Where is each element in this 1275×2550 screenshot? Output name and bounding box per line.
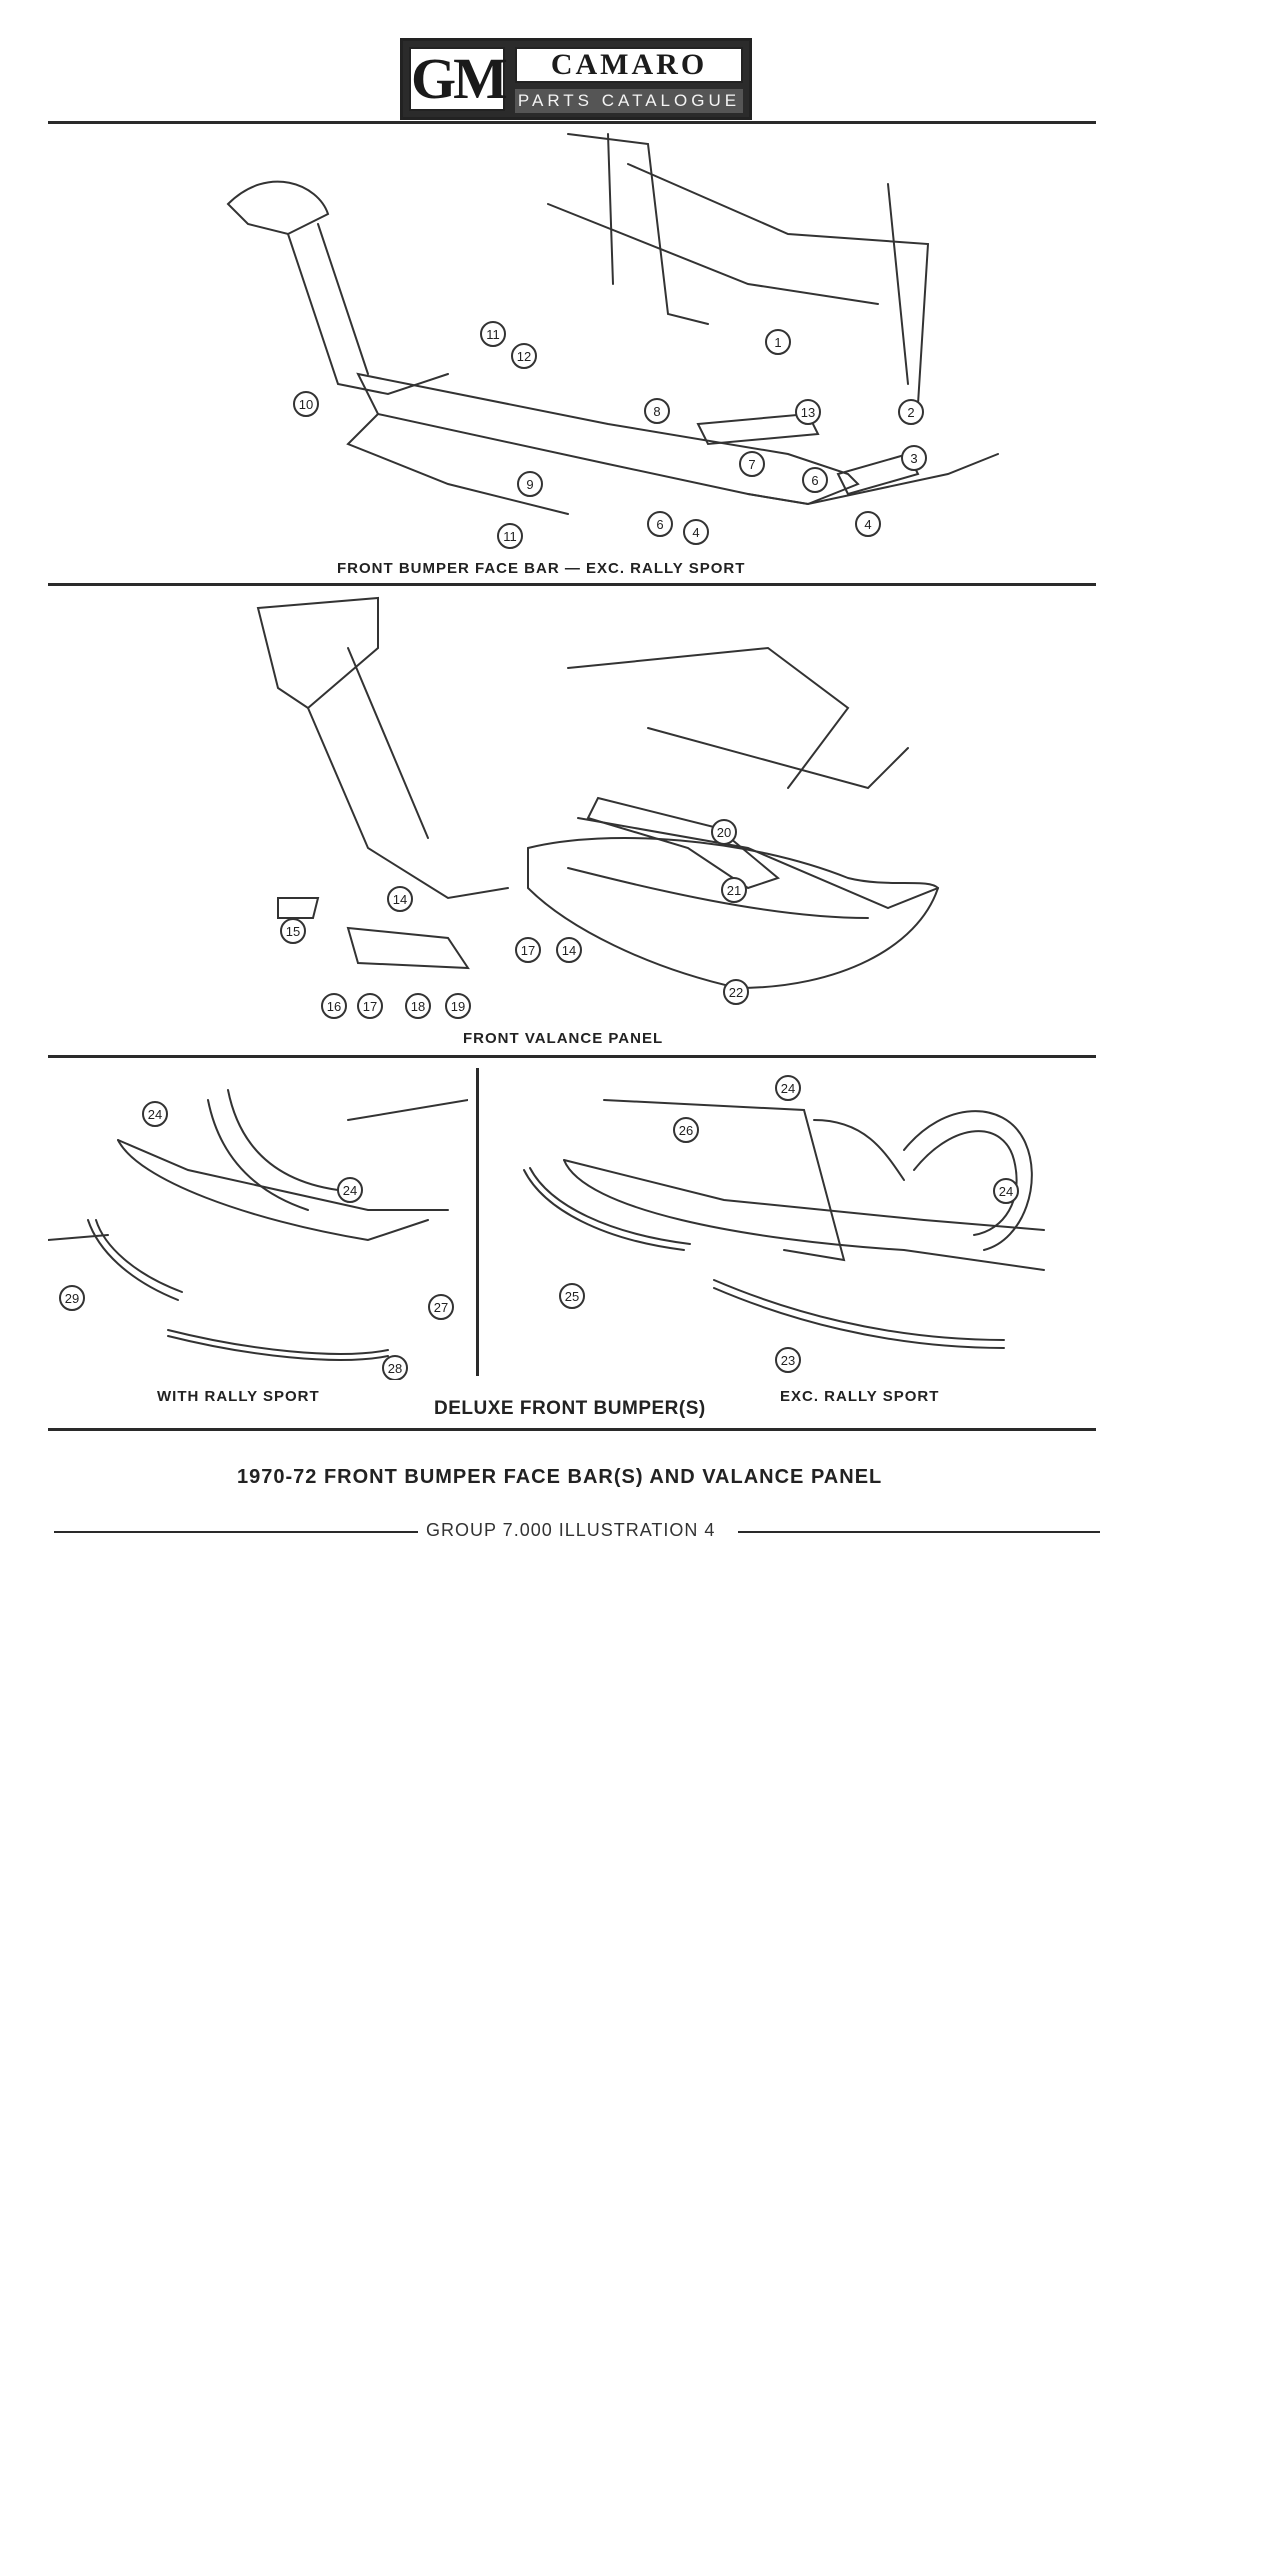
section-divider-1 (48, 583, 1096, 586)
face-bar-diagram: 1 2 3 4 4 6 6 7 8 9 10 11 11 12 13 (226, 133, 999, 549)
callout-27: 27 (434, 1300, 448, 1315)
callout-3: 3 (910, 451, 917, 466)
group-reference: GROUP 7.000 ILLUSTRATION 4 (426, 1520, 716, 1540)
footer-rule-right (738, 1531, 1100, 1533)
callout-10: 10 (299, 397, 313, 412)
callout-13: 13 (801, 405, 815, 420)
callout-8: 8 (653, 404, 660, 419)
callout-7: 7 (748, 457, 755, 472)
valance-panel-diagram: 14 14 15 16 17 17 18 19 20 21 22 (256, 596, 940, 1019)
face-bar-caption: FRONT BUMPER FACE BAR — EXC. RALLY SPORT (337, 560, 746, 577)
callout-11b: 11 (486, 327, 500, 342)
callout-29: 29 (65, 1291, 79, 1306)
callout-1: 1 (774, 335, 781, 350)
callout-14: 14 (393, 892, 407, 907)
callout-22: 22 (729, 985, 743, 1000)
callout-17: 17 (363, 999, 377, 1014)
callout-23: 23 (781, 1353, 795, 1368)
callout-4: 4 (692, 525, 699, 540)
with-rally-caption: WITH RALLY SPORT (157, 1388, 320, 1405)
callout-24b-rally: 24 (343, 1183, 357, 1198)
exc-rally-caption: EXC. RALLY SPORT (780, 1388, 940, 1405)
with-rally-diagram: 24 24 27 28 29 (48, 1089, 468, 1380)
catalogue-subtitle: PARTS CATALOGUE (515, 89, 743, 113)
callout-28: 28 (388, 1361, 402, 1376)
callout-6: 6 (656, 517, 663, 532)
callout-17b: 17 (521, 943, 535, 958)
callout-16: 16 (327, 999, 341, 1014)
section-divider-3 (48, 1428, 1096, 1431)
model-name: CAMARO (515, 47, 743, 83)
gm-logo: GM (409, 46, 508, 111)
section-divider-2 (48, 1055, 1096, 1058)
callout-21: 21 (727, 883, 741, 898)
callout-25: 25 (565, 1289, 579, 1304)
callout-12: 12 (517, 349, 531, 364)
callout-24-exc: 24 (781, 1081, 795, 1096)
callout-19: 19 (451, 999, 465, 1014)
callout-20: 20 (717, 825, 731, 840)
deluxe-caption: DELUXE FRONT BUMPER(S) (434, 1398, 706, 1419)
valance-caption: FRONT VALANCE PANEL (463, 1030, 664, 1047)
callout-11: 11 (503, 529, 517, 544)
callout-6b: 6 (811, 473, 818, 488)
callout-26: 26 (679, 1123, 693, 1138)
exc-rally-diagram: 24 24 26 25 23 (523, 1075, 1045, 1373)
callout-24b-exc: 24 (999, 1184, 1013, 1199)
callout-18: 18 (411, 999, 425, 1014)
deluxe-divider (476, 1068, 479, 1376)
callout-4b: 4 (864, 517, 871, 532)
catalogue-header-badge: GM CAMARO PARTS CATALOGUE (400, 38, 752, 120)
callout-24-rally: 24 (148, 1107, 162, 1122)
header-divider (48, 121, 1096, 124)
illustration-title: 1970-72 FRONT BUMPER FACE BAR(S) AND VAL… (237, 1466, 883, 1488)
footer-rule-left (54, 1531, 418, 1533)
callout-9: 9 (526, 477, 533, 492)
callout-14b: 14 (562, 943, 576, 958)
callout-2: 2 (907, 405, 914, 420)
callout-15: 15 (286, 924, 300, 939)
